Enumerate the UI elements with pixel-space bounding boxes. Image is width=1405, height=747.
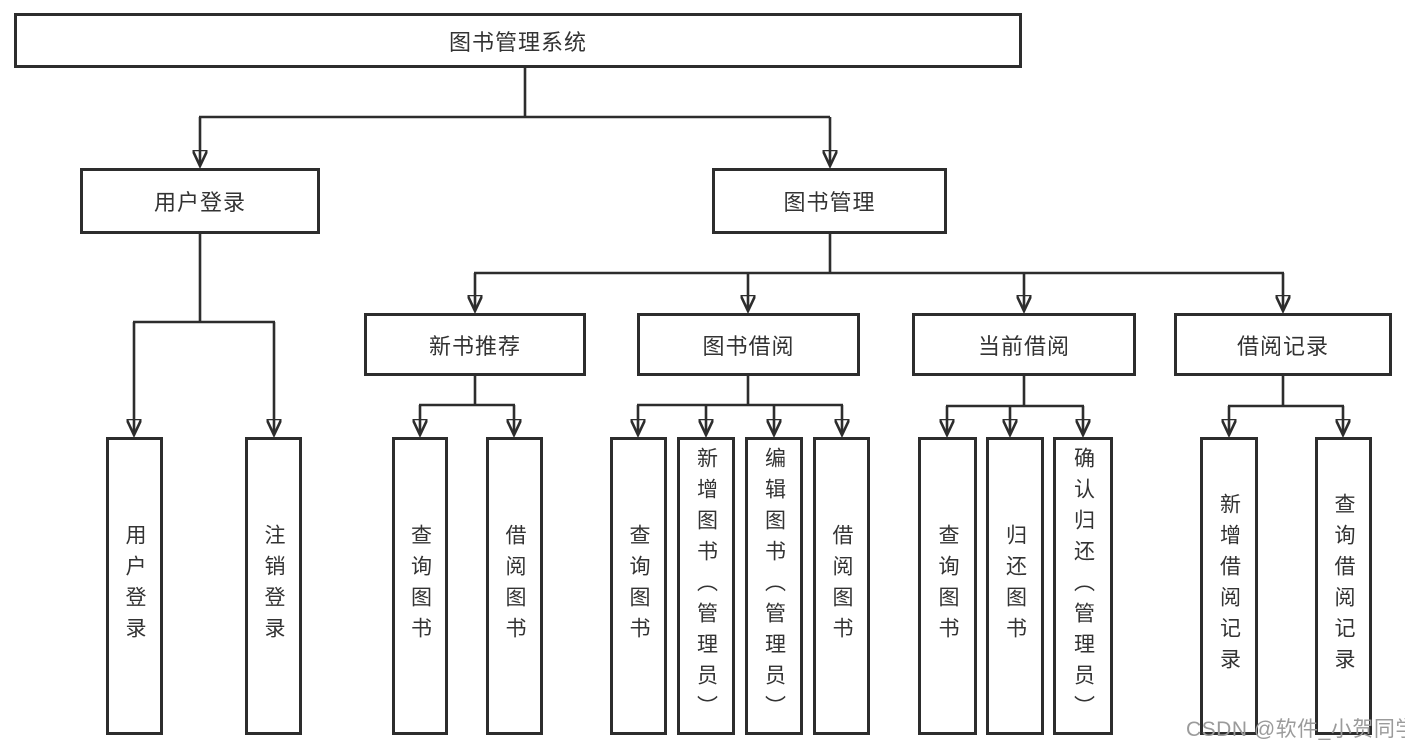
leaf-borrow-books-recommend: 借阅图书	[486, 437, 543, 735]
node-user-login-module: 用户登录	[80, 168, 320, 234]
leaf-query-borrow-record: 查询借阅记录	[1315, 437, 1372, 735]
node-book-management-module: 图书管理	[712, 168, 947, 234]
csdn-watermark: CSDN @软件_小贺同学	[1186, 718, 1405, 741]
node-label: 用户登录	[153, 190, 246, 215]
node-label: 借阅记录	[1236, 333, 1329, 359]
node-label: 确认归还（管理员）	[1071, 446, 1095, 726]
node-label: 借阅图书	[503, 524, 526, 648]
node-label: 借阅图书	[830, 524, 853, 648]
node-label: 图书管理	[783, 190, 876, 215]
node-label: 图书管理系统	[448, 29, 587, 55]
leaf-edit-book-admin: 编辑图书（管理员）	[745, 437, 803, 735]
leaf-return-book: 归还图书	[986, 437, 1044, 735]
node-label: 查询借阅记录	[1332, 493, 1355, 679]
leaf-borrow-books-borrowing: 借阅图书	[813, 437, 870, 735]
node-label: 归还图书	[1003, 524, 1027, 648]
leaf-add-borrow-record: 新增借阅记录	[1200, 437, 1258, 735]
node-label: 新书推荐	[428, 333, 521, 359]
node-current-borrowing: 当前借阅	[912, 313, 1136, 376]
node-label: 当前借阅	[977, 333, 1070, 359]
leaf-confirm-return-admin: 确认归还（管理员）	[1053, 437, 1113, 735]
node-label: 查询图书	[936, 524, 959, 648]
node-label: 新增借阅记录	[1217, 493, 1241, 679]
node-label: 编辑图书（管理员）	[762, 446, 786, 726]
leaf-user-login: 用户登录	[106, 437, 163, 735]
node-book-borrowing: 图书借阅	[637, 313, 860, 376]
node-new-book-recommendation: 新书推荐	[364, 313, 586, 376]
node-library-system: 图书管理系统	[14, 13, 1022, 68]
node-label: 新增图书（管理员）	[694, 446, 718, 726]
leaf-query-books-borrowing: 查询图书	[610, 437, 667, 735]
node-label: 用户登录	[123, 524, 146, 648]
node-borrowing-records: 借阅记录	[1174, 313, 1392, 376]
node-label: 查询图书	[627, 524, 650, 648]
node-label: 查询图书	[408, 524, 432, 648]
node-label: 注销登录	[262, 524, 285, 648]
node-label: 图书借阅	[702, 333, 795, 359]
leaf-query-books-current: 查询图书	[918, 437, 977, 735]
leaf-logout: 注销登录	[245, 437, 302, 735]
connector-arrow-lines	[134, 117, 1343, 435]
leaf-add-book-admin: 新增图书（管理员）	[677, 437, 735, 735]
leaf-query-books-recommend: 查询图书	[392, 437, 448, 735]
